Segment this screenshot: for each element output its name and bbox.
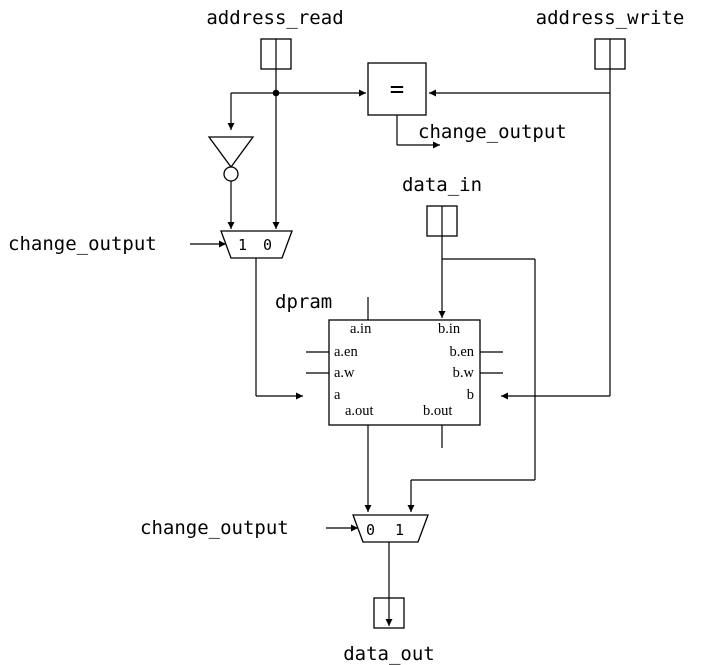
dpram-port-b-en: b.en bbox=[449, 344, 474, 360]
address-read-label: address_read bbox=[206, 7, 343, 29]
inverter-gate bbox=[207, 136, 255, 182]
comparator-block: = bbox=[367, 62, 427, 116]
data-out-port bbox=[373, 597, 405, 629]
dpram-port-a-en: a.en bbox=[334, 344, 358, 360]
dpram-port-a-out: a.out bbox=[345, 403, 374, 419]
top-mux-select-label: change_output bbox=[8, 233, 157, 255]
top-mux-input-0: 0 bbox=[263, 236, 272, 254]
dpram-block: a.in b.in a.en b.en a.w b.w a b a.out b.… bbox=[306, 297, 503, 448]
comparator-output-label: change_output bbox=[418, 121, 567, 143]
bottom-mux-input-0: 0 bbox=[366, 521, 375, 539]
dpram-port-b-in: b.in bbox=[438, 321, 461, 337]
dpram-title: dpram bbox=[275, 291, 332, 313]
address-write-label: address_write bbox=[536, 7, 685, 29]
bottom-mux-input-1: 1 bbox=[395, 521, 404, 539]
data-in-port bbox=[426, 205, 458, 237]
dpram-port-b: b bbox=[467, 387, 474, 403]
equals-symbol: = bbox=[390, 75, 404, 103]
dpram-port-a-w: a.w bbox=[334, 365, 355, 381]
top-mux-input-1: 1 bbox=[238, 236, 247, 254]
data-out-label: data_out bbox=[343, 643, 435, 665]
dpram-port-a: a bbox=[334, 387, 341, 403]
data-in-label: data_in bbox=[402, 174, 482, 196]
dpram-port-b-w: b.w bbox=[453, 365, 475, 381]
dpram-port-a-in: a.in bbox=[350, 321, 372, 337]
bottom-mux-select-label: change_output bbox=[140, 517, 289, 539]
bottom-mux: 0 1 bbox=[352, 514, 429, 543]
top-mux: 1 0 bbox=[220, 230, 293, 259]
dpram-port-b-out: b.out bbox=[423, 403, 452, 419]
address-write-port bbox=[594, 38, 626, 70]
address-read-port bbox=[260, 38, 292, 70]
